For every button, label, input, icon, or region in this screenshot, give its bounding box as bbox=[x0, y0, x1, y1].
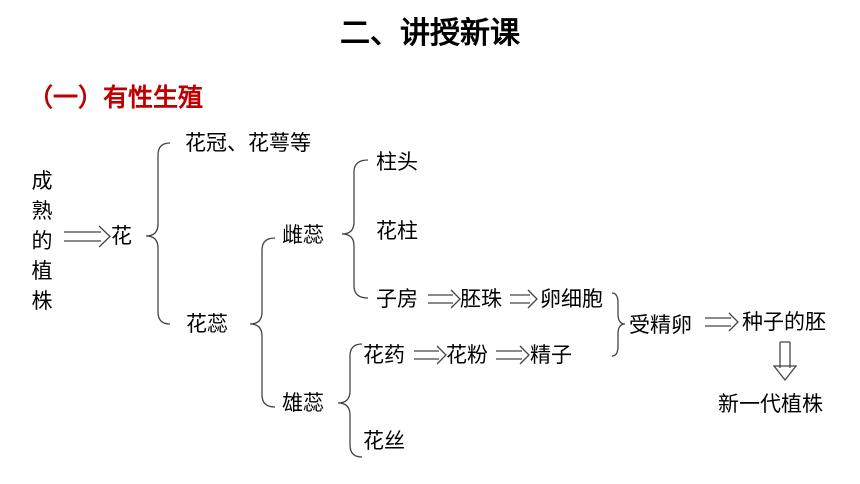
node-seed-embryo: 种子的胚 bbox=[742, 310, 826, 334]
node-ovary: 子房 bbox=[376, 287, 418, 311]
node-sperm: 精子 bbox=[530, 343, 572, 367]
brace-stamen bbox=[337, 343, 363, 458]
brace-stamen-pistil bbox=[249, 237, 276, 408]
node-style: 花柱 bbox=[376, 219, 418, 243]
hollow-arrow-icon bbox=[510, 289, 538, 309]
node-anther: 花药 bbox=[363, 343, 405, 367]
mature-plant-char: 株 bbox=[31, 289, 53, 313]
node-pistil: 雌蕊 bbox=[282, 223, 324, 247]
mature-plant-char: 植 bbox=[31, 259, 53, 283]
mature-plant-char: 成 bbox=[31, 169, 53, 193]
node-stamen: 雄蕊 bbox=[282, 391, 324, 415]
node-stamen-pistil: 花蕊 bbox=[186, 312, 228, 336]
node-new-plant: 新一代植株 bbox=[718, 392, 823, 416]
hollow-arrow-icon bbox=[414, 345, 447, 365]
mature-plant-char: 的 bbox=[31, 229, 53, 253]
node-corolla-sepal: 花冠、花萼等 bbox=[185, 131, 311, 155]
hollow-arrow-icon bbox=[496, 345, 530, 365]
section-heading: （一）有性生殖 bbox=[28, 83, 204, 112]
node-filament: 花丝 bbox=[363, 429, 405, 453]
hollow-arrow-icon bbox=[705, 312, 739, 332]
node-flower: 花 bbox=[111, 224, 132, 248]
brace-pistil bbox=[341, 159, 369, 299]
brace-fertilization bbox=[611, 292, 626, 357]
hollow-arrow-icon bbox=[64, 225, 111, 248]
brace-flower bbox=[145, 142, 171, 325]
hollow-arrow-icon bbox=[428, 289, 461, 309]
page-title: 二、讲授新课 bbox=[340, 16, 520, 51]
node-egg-cell: 卵细胞 bbox=[540, 287, 603, 311]
hollow-down-arrow-icon bbox=[772, 341, 798, 382]
mature-plant-char: 熟 bbox=[31, 199, 53, 223]
node-ovule: 胚珠 bbox=[460, 287, 502, 311]
node-pollen: 花粉 bbox=[446, 343, 488, 367]
mature-plant-label: 成 熟 的 植 株 bbox=[28, 166, 56, 316]
node-fertilized-egg: 受精卵 bbox=[629, 313, 692, 337]
node-stigma: 柱头 bbox=[376, 150, 418, 174]
